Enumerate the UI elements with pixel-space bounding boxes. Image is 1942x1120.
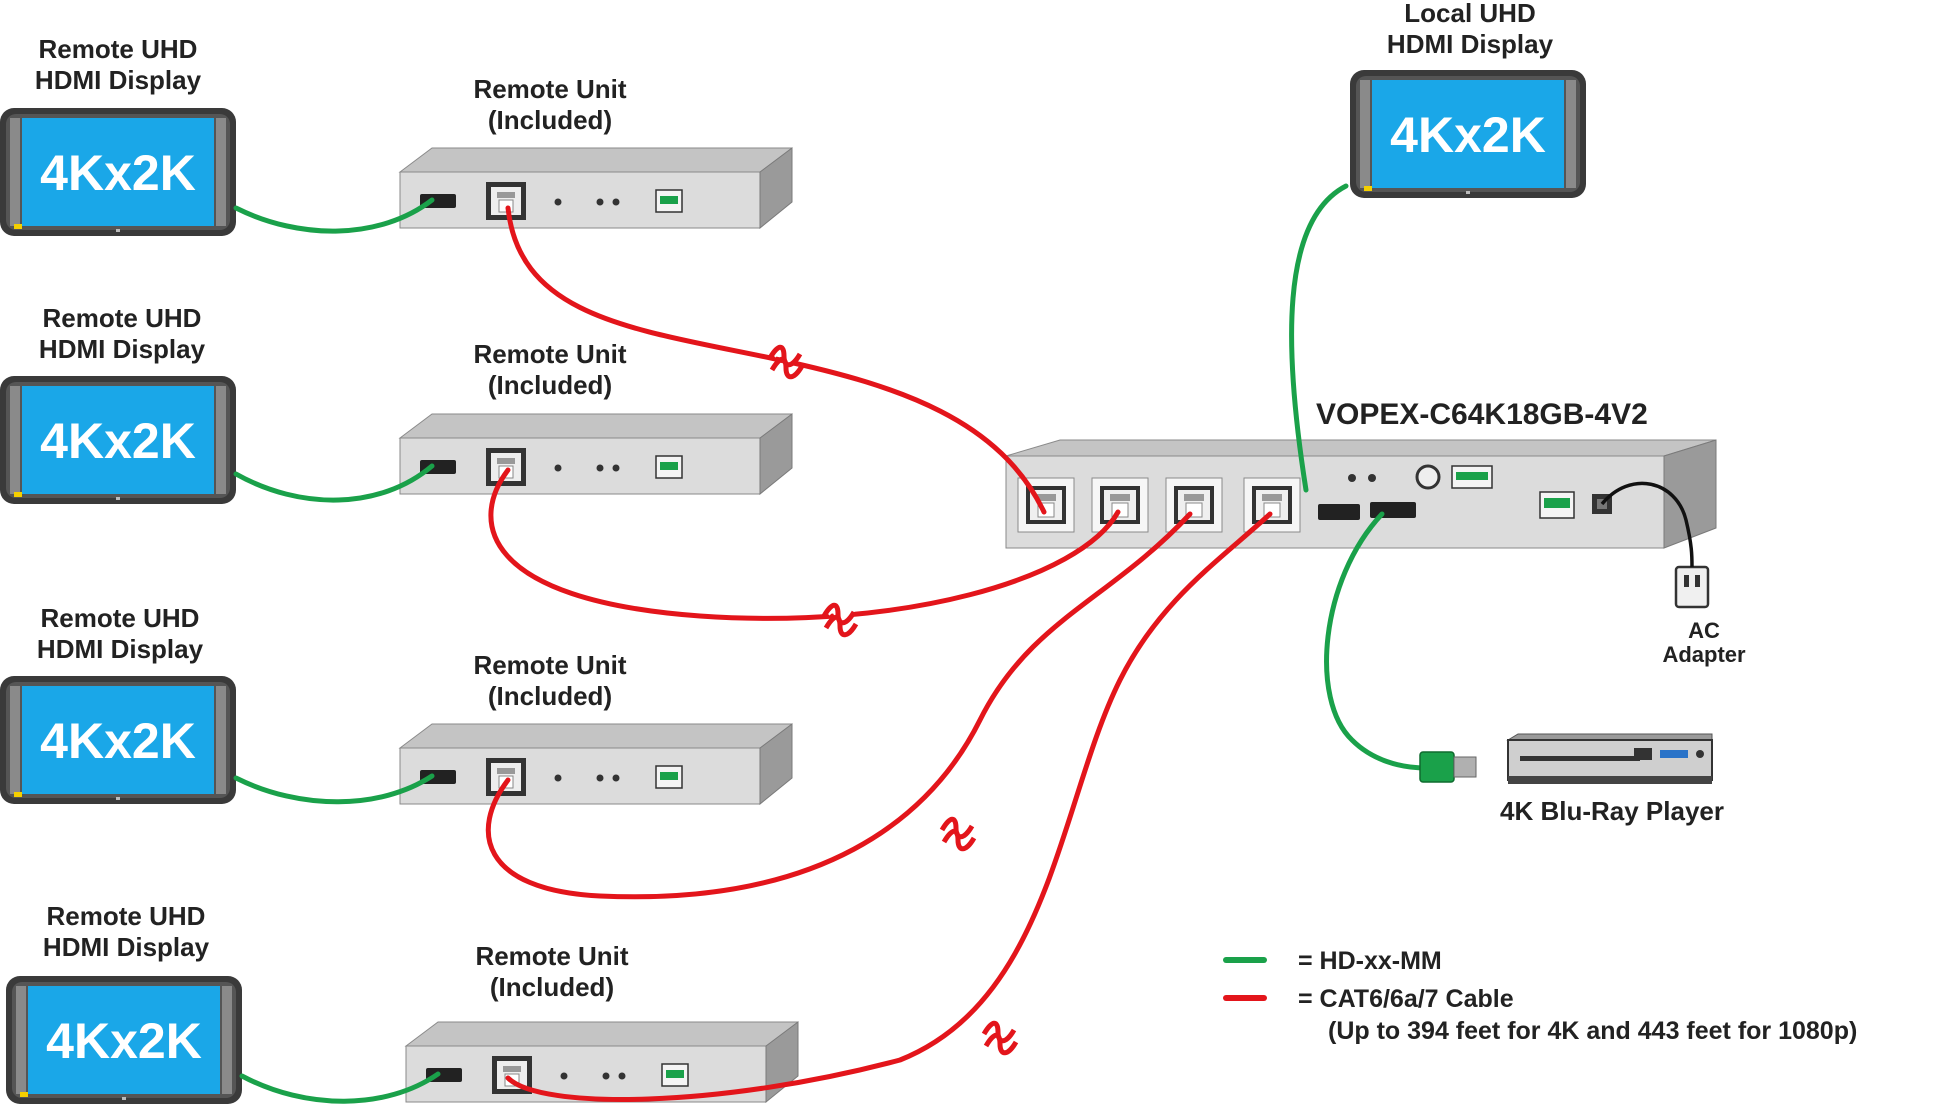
remote-unit-1-label-line1: Remote Unit: [473, 74, 626, 104]
remote-display-4-label-line1: Remote UHD: [47, 901, 206, 931]
hdmi-out-port: [1318, 504, 1360, 520]
remote-unit-3: Remote Unit (Included): [399, 650, 793, 805]
hdmi-cable-local: [1289, 183, 1349, 493]
main-unit: VOPEX-C64K18GB-4V2: [1005, 398, 1717, 549]
cable-break-2: [824, 604, 856, 635]
ac-adapter-label-line2: Adapter: [1662, 642, 1746, 667]
remote-unit-2: Remote Unit (Included): [399, 339, 793, 495]
hdmi-cables: [233, 183, 1429, 1104]
local-display-screen-text: 4Kx2K: [1390, 107, 1546, 163]
remote-display-3-label-line1: Remote UHD: [41, 603, 200, 633]
remote-unit-2-label-line2: (Included): [488, 370, 612, 400]
legend: = HD-xx-MM = CAT6/6a/7 Cable (Up to 394 …: [1223, 947, 1857, 1045]
local-display-label-line2: HDMI Display: [1387, 29, 1554, 59]
main-unit-model-label: VOPEX-C64K18GB-4V2: [1316, 398, 1648, 431]
remote-display-2-screen-text: 4Kx2K: [40, 413, 196, 469]
remote-unit-1: Remote Unit (Included): [399, 74, 793, 229]
hdmi-in-port: [1370, 502, 1416, 518]
rj45-port-3: [1165, 477, 1223, 533]
remote-unit-3-label-line2: (Included): [488, 681, 612, 711]
legend-red-note: (Up to 394 feet for 4K and 443 feet for …: [1328, 1017, 1857, 1045]
blu-ray-player: 4K Blu-Ray Player: [1500, 733, 1724, 826]
cat-cable-2: [488, 467, 1121, 621]
local-display-label-line1: Local UHD: [1404, 0, 1535, 28]
remote-display-3-label-line2: HDMI Display: [37, 634, 204, 664]
hdmi-cable-source: [1324, 511, 1429, 771]
legend-green-label: = HD-xx-MM: [1298, 947, 1442, 975]
cat-cable-3: [485, 511, 1193, 900]
ac-adapter: AC Adapter: [1662, 565, 1746, 667]
hdmi-cable-4: [239, 1071, 441, 1104]
remote-unit-4: Remote Unit (Included): [405, 941, 799, 1103]
remote-display-1-screen-text: 4Kx2K: [40, 145, 196, 201]
cat-cables: [485, 205, 1273, 1102]
cat-cable-4: [505, 511, 1273, 1102]
rj45-port-4: [1243, 477, 1301, 533]
remote-unit-4-label-line2: (Included): [490, 972, 614, 1002]
hdmi-cable-3: [233, 773, 435, 805]
remote-unit-3-label-line1: Remote Unit: [473, 650, 626, 680]
remote-unit-1-label-line2: (Included): [488, 105, 612, 135]
ac-adapter-label-line1: AC: [1688, 618, 1720, 643]
cable-break-3: [942, 818, 974, 849]
remote-display-2-label-line1: Remote UHD: [43, 303, 202, 333]
remote-display-3: Remote UHD HDMI Display 4Kx2K: [0, 603, 236, 804]
remote-display-4-label-line2: HDMI Display: [43, 932, 210, 962]
remote-display-2: Remote UHD HDMI Display 4Kx2K: [0, 303, 236, 504]
remote-display-4: Remote UHD HDMI Display 4Kx2K: [6, 901, 242, 1104]
hdmi-cable-1: [233, 197, 435, 234]
power-cable: [1600, 481, 1694, 568]
remote-display-4-screen-text: 4Kx2K: [46, 1013, 202, 1069]
hdmi-cable-2: [233, 463, 435, 503]
remote-display-1: Remote UHD HDMI Display 4Kx2K: [0, 34, 236, 236]
remote-display-1-label-line1: Remote UHD: [39, 34, 198, 64]
hdmi-plug: [1419, 751, 1477, 783]
remote-unit-4-label-line1: Remote Unit: [475, 941, 628, 971]
remote-display-1-label-line2: HDMI Display: [35, 65, 202, 95]
remote-display-3-screen-text: 4Kx2K: [40, 713, 196, 769]
remote-display-2-label-line2: HDMI Display: [39, 334, 206, 364]
rj45-port-2: [1091, 477, 1149, 533]
cable-break-4: [984, 1022, 1016, 1053]
blu-ray-player-label: 4K Blu-Ray Player: [1500, 796, 1724, 826]
local-display: Local UHD HDMI Display 4Kx2K: [1350, 0, 1586, 198]
legend-red-label: = CAT6/6a/7 Cable: [1298, 985, 1514, 1013]
remote-unit-2-label-line1: Remote Unit: [473, 339, 626, 369]
